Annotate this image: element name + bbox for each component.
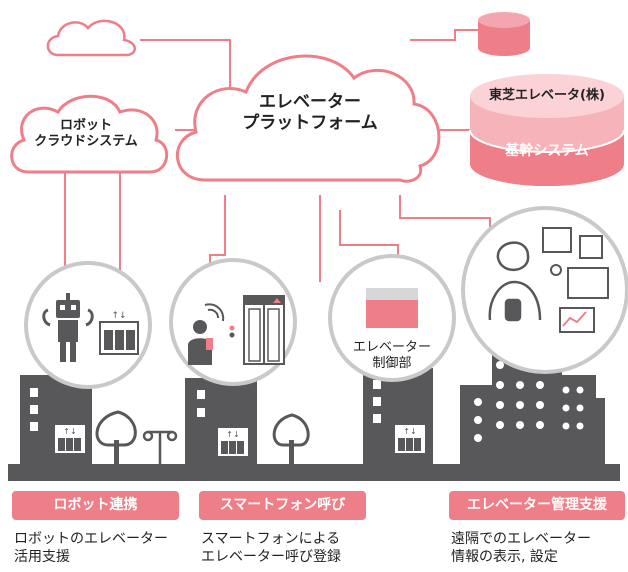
robot-cloud-line2: クラウドシステム — [34, 134, 138, 150]
ground — [8, 464, 620, 481]
platform-cloud — [175, 54, 441, 183]
feature-desc-management: 遠隔でのエレベーター 情報の表示, 設定 — [451, 530, 627, 566]
feature-desc-smartphone: スマートフォンによる エレベーター呼び登録 — [201, 530, 391, 566]
manager-person-icon — [488, 241, 542, 322]
robot-cloud — [10, 94, 169, 174]
elevator-doors-icon — [243, 295, 285, 365]
controller-box-icon — [366, 288, 418, 328]
elevator-panel-icon — [99, 321, 139, 355]
controller-line2: 制御部 — [372, 356, 412, 372]
smartphone-user-icon — [188, 303, 235, 365]
svg-text:↑↓: ↑↓ — [226, 430, 239, 439]
elevator-door-icons — [55, 425, 425, 456]
svg-text:↑↓: ↑↓ — [403, 427, 416, 436]
small-cloud-icon — [46, 19, 136, 57]
svg-text:↑↓: ↑↓ — [63, 427, 76, 436]
platform-title: エレベーター プラットフォーム — [230, 92, 390, 135]
feature-tag-robot: ロボット連携 — [12, 491, 179, 520]
robot-icon — [42, 293, 94, 362]
feature-desc-smartphone-line2: エレベーター呼び登録 — [201, 549, 341, 565]
database-icon — [478, 12, 530, 56]
feature-desc-smartphone-line1: スマートフォンによる — [201, 531, 341, 547]
feature-tag-smartphone: スマートフォン呼び — [199, 491, 366, 520]
feature-desc-management-line1: 遠隔でのエレベーター — [451, 531, 591, 547]
tree-icon — [95, 410, 310, 465]
controller-label: エレベーター 制御部 — [340, 340, 444, 373]
street-lamp-icon — [142, 430, 178, 465]
robot-cloud-label: ロボット クラウドシステム — [22, 118, 150, 151]
core-system-name: 基幹システム — [505, 143, 589, 159]
controller-line1: エレベーター — [352, 340, 431, 355]
core-system-company: 東芝エレベータ(株) — [489, 88, 605, 103]
feature-desc-robot-line2: 活用支援 — [14, 549, 70, 565]
core-system-cylinder — [469, 74, 625, 186]
feature-desc-management-line2: 情報の表示, 設定 — [451, 549, 558, 565]
platform-title-line2: プラットフォーム — [242, 113, 378, 134]
robot-cloud-line1: ロボット — [59, 118, 112, 133]
feature-desc-robot: ロボットのエレベーター 活用支援 — [14, 530, 194, 566]
feature-tag-management: エレベーター管理支援 — [449, 491, 625, 520]
svg-text:↑↓: ↑↓ — [111, 311, 126, 321]
feature-desc-robot-line1: ロボットのエレベーター — [14, 531, 168, 547]
platform-title-line1: エレベーター — [259, 92, 361, 112]
dashboard-icons — [542, 227, 609, 333]
